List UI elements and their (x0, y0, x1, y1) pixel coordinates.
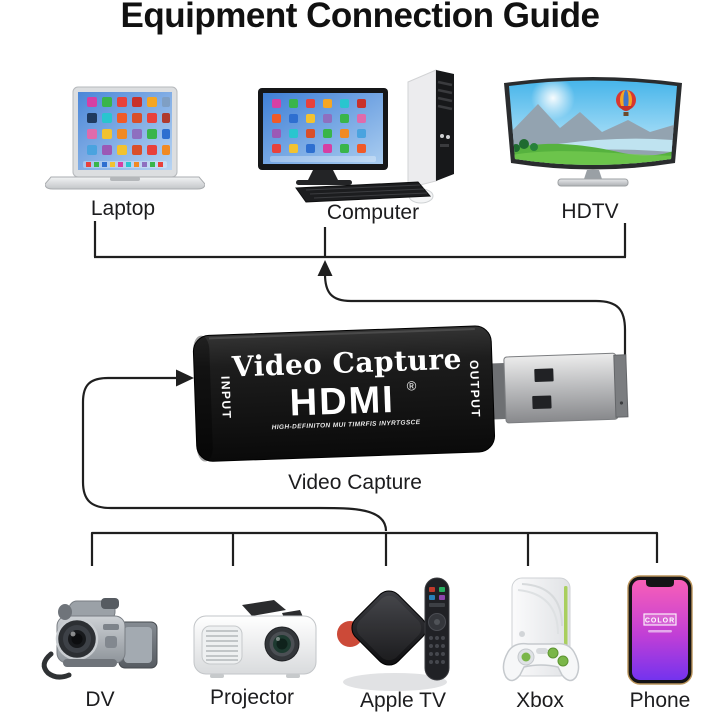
input-port-label: INPUT (218, 376, 234, 420)
laptop-image (45, 86, 205, 190)
phone-image: COLOR (627, 575, 693, 685)
bottom-bracket-line (90, 531, 659, 566)
xbox-label: Xbox (516, 689, 564, 712)
top-bracket-line (93, 221, 627, 259)
apple-tv-label: Apple TV (360, 689, 446, 712)
video-capture-device-image: Video Capture HDMI ® HIGH-DEFINITON MUI … (192, 325, 629, 462)
phone-label: Phone (629, 689, 691, 712)
game-controller-icon (502, 642, 580, 682)
hdtv-image (504, 77, 682, 187)
hdtv-label: HDTV (561, 200, 619, 223)
projector-image (193, 600, 317, 678)
apple-tv-image (337, 577, 450, 691)
xbox-image (502, 577, 580, 682)
hdmi-logo-text: HDMI (289, 379, 396, 425)
dv-label: DV (85, 688, 115, 711)
usb-plug (490, 352, 629, 424)
hot-air-balloon-icon (616, 90, 636, 116)
laptop-label: Laptop (90, 197, 156, 220)
remote-control-icon (424, 577, 450, 681)
dv-camcorder-image (41, 598, 158, 680)
hdmi-registered-mark: ® (406, 378, 417, 393)
phone-notch (646, 580, 674, 587)
page-title: Equipment Connection Guide (120, 0, 600, 35)
computer-image (258, 69, 454, 204)
computer-label: Computer (326, 201, 420, 224)
projector-label: Projector (209, 686, 295, 709)
output-port-label: OUTPUT (467, 360, 483, 419)
arrow-up-icon (317, 260, 333, 276)
video-capture-label: Video Capture (288, 471, 422, 494)
phone-screen-badge: COLOR (645, 618, 675, 625)
